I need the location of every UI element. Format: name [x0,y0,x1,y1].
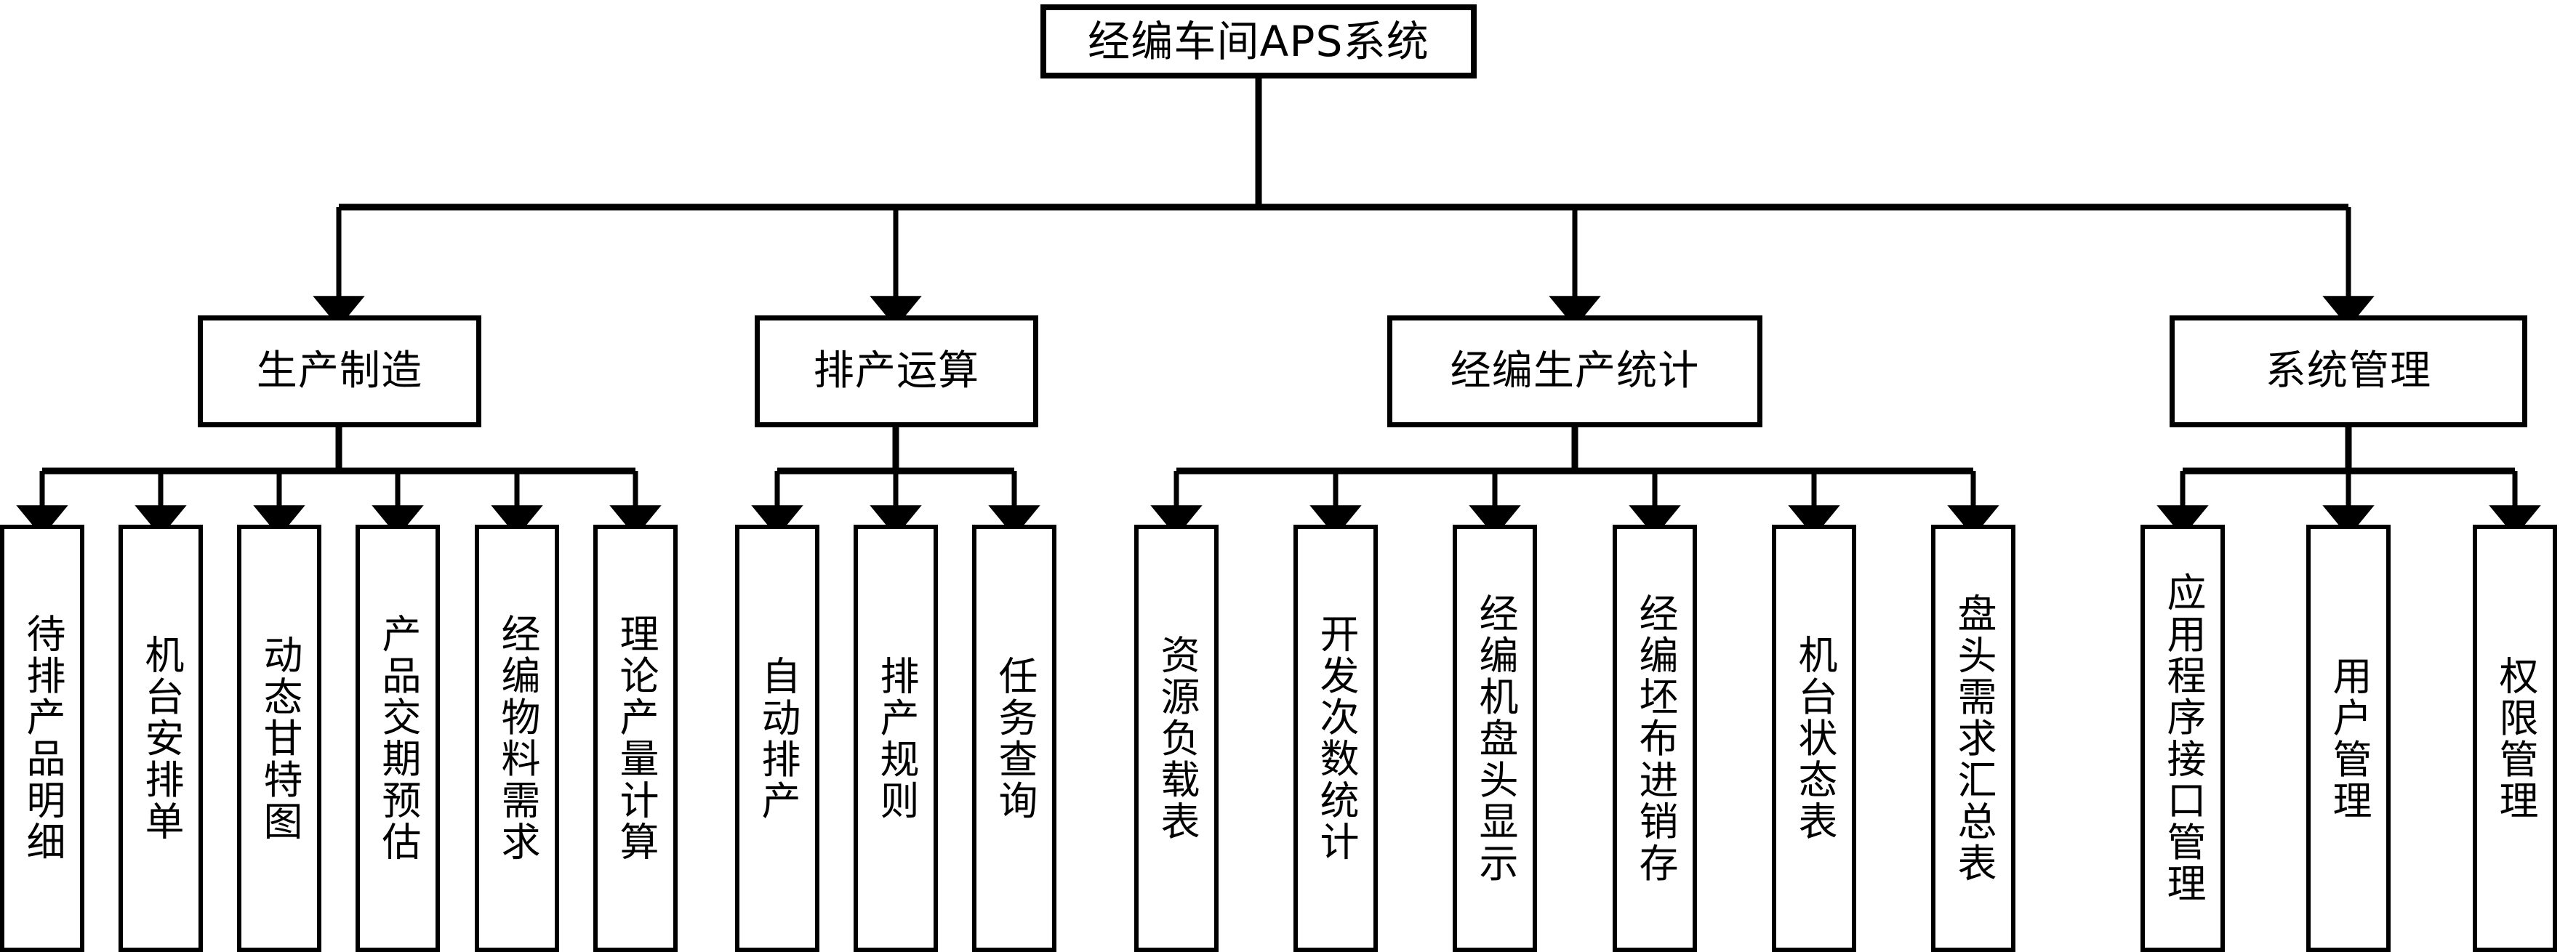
leaf-node-label: 经编坯布进销存 [1632,592,1678,884]
leaf-node-api-management[interactable]: 应用程序接口管理 [2140,525,2225,952]
leaf-node-label: 经编物料需求 [494,613,540,863]
leaf-node-label: 动态甘特图 [257,634,302,843]
leaf-node-resource-load-table[interactable]: 资源负载表 [1134,525,1219,952]
leaf-node-label: 经编机盘头显示 [1472,592,1518,884]
leaf-node-development-count-statistics[interactable]: 开发次数统计 [1293,525,1378,952]
leaf-node-label: 机台状态表 [1791,634,1837,843]
leaf-node-label: 应用程序接口管理 [2160,572,2206,905]
leaf-node-automatic-scheduling[interactable]: 自动排产 [735,525,819,952]
branch-node-label: 排产运算 [813,347,980,395]
leaf-node-label: 排产规则 [873,655,919,822]
branch-node-label: 系统管理 [2265,347,2432,395]
leaf-node-label: 用户管理 [2326,655,2372,822]
leaf-node-machine-status-table[interactable]: 机台状态表 [1772,525,1856,952]
leaf-node-label: 自动排产 [755,655,801,822]
leaf-node-scheduling-rules[interactable]: 排产规则 [854,525,938,952]
leaf-node-label: 开发次数统计 [1313,613,1359,863]
leaf-node-label: 产品交期预估 [375,613,421,863]
branch-node-system-management[interactable]: 系统管理 [2170,315,2527,427]
branch-node-production-manufacturing[interactable]: 生产制造 [198,315,481,427]
leaf-node-label: 盘头需求汇总表 [1951,592,1997,884]
leaf-node-greige-fabric-inventory[interactable]: 经编坯布进销存 [1613,525,1697,952]
leaf-node-dynamic-gantt-chart[interactable]: 动态甘特图 [237,525,321,952]
leaf-node-label: 资源负载表 [1154,634,1200,843]
branch-node-warp-knitting-statistics[interactable]: 经编生产统计 [1387,315,1762,427]
leaf-node-label: 任务查询 [992,655,1038,822]
leaf-node-label: 理论产量计算 [613,613,659,863]
leaf-node-beam-demand-summary-table[interactable]: 盘头需求汇总表 [1931,525,2015,952]
branch-node-label: 生产制造 [256,347,423,395]
leaf-node-label: 权限管理 [2492,655,2538,822]
branch-node-scheduling-computation[interactable]: 排产运算 [755,315,1038,427]
leaf-node-pending-product-details[interactable]: 待排产品明细 [0,525,84,952]
leaf-node-task-query[interactable]: 任务查询 [972,525,1056,952]
leaf-node-warp-knitting-material-demand[interactable]: 经编物料需求 [475,525,559,952]
root-node-label: 经编车间APS系统 [1088,16,1429,66]
leaf-node-label: 机台安排单 [138,634,184,843]
leaf-node-label: 待排产品明细 [20,613,65,863]
leaf-node-warp-knitting-beam-display[interactable]: 经编机盘头显示 [1453,525,1537,952]
leaf-node-machine-arrangement-order[interactable]: 机台安排单 [119,525,203,952]
leaf-node-permission-management[interactable]: 权限管理 [2473,525,2557,952]
leaf-node-theoretical-output-calculation[interactable]: 理论产量计算 [593,525,678,952]
branch-node-label: 经编生产统计 [1450,347,1700,395]
leaf-node-product-delivery-estimation[interactable]: 产品交期预估 [356,525,440,952]
root-node-aps-system[interactable]: 经编车间APS系统 [1040,4,1477,78]
leaf-node-user-management[interactable]: 用户管理 [2306,525,2391,952]
